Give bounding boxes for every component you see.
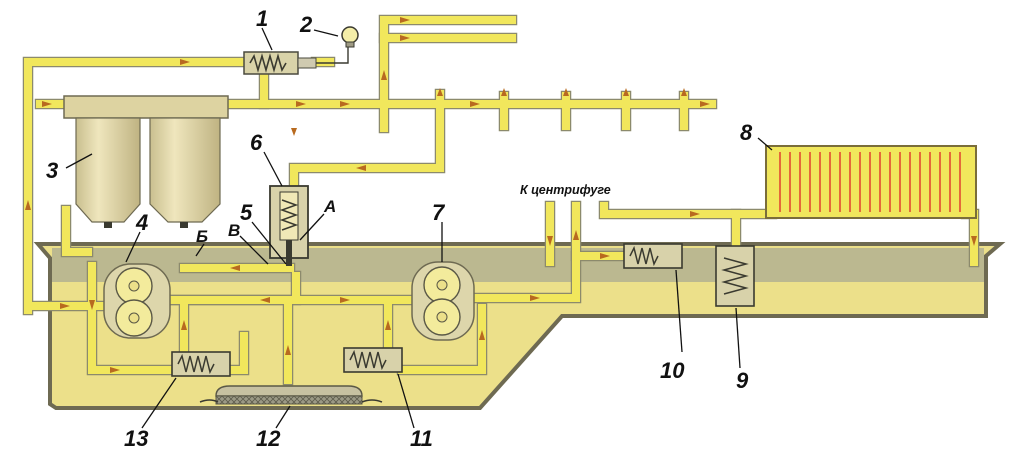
callout-6: 6 (250, 130, 263, 155)
flow-arrow (296, 101, 306, 107)
oil-pressure-sensor (243, 46, 349, 75)
flow-arrow (547, 236, 553, 246)
flow-arrow (89, 300, 95, 310)
shutoff-valve-10 (623, 243, 683, 269)
flow-arrow (385, 320, 391, 330)
callout-letter-v: В (228, 221, 240, 240)
callout-1: 1 (256, 6, 268, 31)
flow-arrow (291, 128, 297, 136)
callout-11: 11 (410, 426, 433, 449)
oil-intake-strainer (199, 385, 383, 405)
flow-arrow (381, 70, 387, 80)
leader-lines (65, 27, 773, 429)
warning-lamp-icon (341, 26, 359, 48)
flow-arrow (285, 345, 291, 355)
callout-8: 8 (740, 120, 753, 145)
flow-arrow (573, 230, 579, 240)
oil-pump-4 (103, 263, 171, 339)
flow-arrow (470, 101, 480, 107)
flow-arrow (340, 101, 350, 107)
callout-3: 3 (46, 158, 58, 183)
flow-arrow (971, 236, 977, 246)
flow-arrow (25, 200, 31, 210)
flow-arrows (25, 17, 977, 373)
callout-9: 9 (736, 368, 749, 393)
flow-arrow (600, 253, 610, 259)
oil-radiator (765, 145, 977, 219)
relief-valve-13 (171, 351, 231, 377)
flow-arrow (356, 165, 366, 171)
flow-arrow (110, 367, 120, 373)
flow-arrow (230, 265, 240, 271)
oil-filter (63, 95, 229, 228)
callout-7: 7 (432, 200, 446, 225)
flow-arrow (501, 88, 507, 96)
callout-letter-a: А (323, 197, 336, 216)
flow-arrow (60, 303, 70, 309)
crankcase-sump (33, 242, 1006, 410)
flow-arrow (437, 88, 443, 96)
flow-arrow (479, 330, 485, 340)
relief-valve-11 (343, 347, 403, 373)
flow-arrow (260, 297, 270, 303)
flow-arrow (181, 320, 187, 330)
callout-4: 4 (135, 210, 148, 235)
flow-arrow (563, 88, 569, 96)
oil-pump-7 (411, 261, 475, 341)
flow-arrow (400, 35, 410, 41)
pressure-reducing-valve-6 (269, 185, 309, 266)
callout-labels: 1 2 3 4 5 6 7 8 9 10 11 12 13 А Б В К це… (46, 6, 753, 449)
callout-13: 13 (124, 426, 148, 449)
callout-letter-b: Б (196, 227, 208, 246)
centrifuge-caption: К центрифуге (520, 183, 611, 197)
flow-arrow (400, 17, 410, 23)
callout-12: 12 (256, 426, 281, 449)
flow-arrow (340, 297, 350, 303)
callout-5: 5 (240, 200, 253, 225)
flow-arrow (530, 295, 540, 301)
flow-arrow (681, 88, 687, 96)
flow-arrow (700, 101, 710, 107)
safety-valve-9 (715, 245, 755, 307)
callout-10: 10 (660, 358, 685, 383)
flow-arrow (42, 101, 52, 107)
flow-arrow (180, 59, 190, 65)
flow-arrow (623, 88, 629, 96)
callout-2: 2 (299, 12, 313, 37)
flow-arrow (690, 211, 700, 217)
